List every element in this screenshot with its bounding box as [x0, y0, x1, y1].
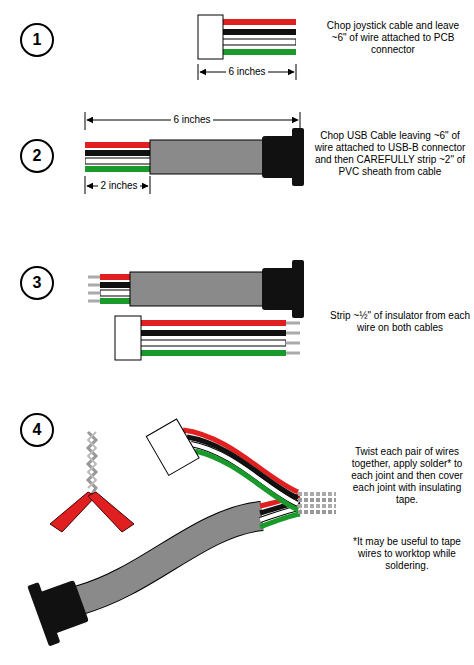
- step-number-circle: 1: [20, 23, 54, 57]
- dimension-label: 2 inches: [98, 180, 139, 192]
- dimension-line: [198, 64, 296, 80]
- dimension-label: 6 inches: [171, 114, 212, 126]
- step-number: 1: [33, 31, 42, 49]
- step-number-circle: 2: [20, 139, 54, 173]
- twisted-joint-detail: [50, 432, 134, 532]
- twisted-wire-ends: [298, 494, 336, 512]
- usb-cable-joined: [27, 496, 300, 646]
- instruction-note: Strip ~½" of insulator from each wire on…: [330, 310, 470, 334]
- step-number-circle: 4: [20, 413, 54, 447]
- dimension-line: [85, 112, 300, 130]
- joystick-cable: [198, 15, 296, 59]
- joystick-cable-joined: [146, 419, 298, 510]
- stripped-joystick-cable: [115, 316, 300, 360]
- instruction-note: Twist each pair of wires together, apply…: [344, 446, 470, 506]
- dimension-label: 6 inches: [226, 66, 267, 78]
- instruction-note: *It may be useful to tape wires to workt…: [344, 536, 470, 572]
- step-number: 4: [33, 421, 42, 439]
- usb-cable: [85, 128, 304, 186]
- dimension-line: [85, 176, 150, 194]
- step-number-circle: 3: [20, 266, 54, 300]
- stripped-usb-cable: [88, 260, 304, 318]
- step-number: 2: [33, 147, 42, 165]
- step-number: 3: [33, 274, 42, 292]
- instruction-note: Chop USB Cable leaving ~6" of wire attac…: [310, 130, 470, 178]
- instruction-note: Chop joystick cable and leave ~6" of wir…: [318, 20, 468, 56]
